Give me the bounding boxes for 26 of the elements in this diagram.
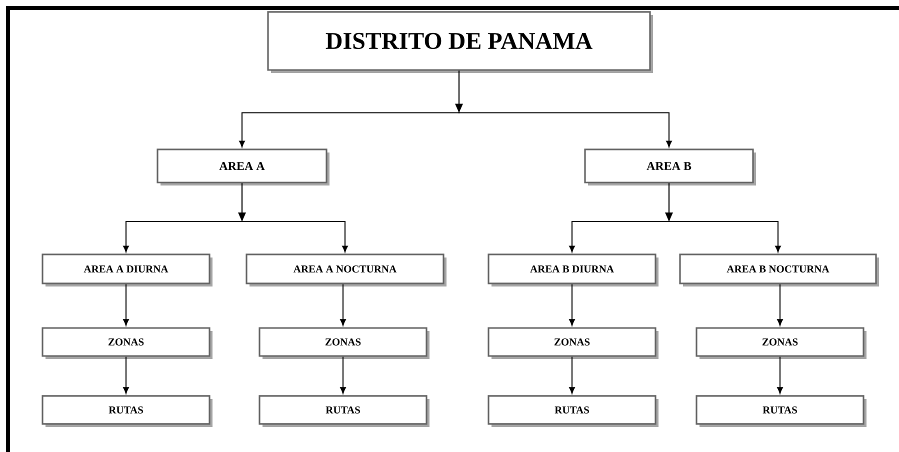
org-box: AREA A <box>156 148 330 186</box>
org-box: ZONAS <box>258 327 430 359</box>
arrow <box>241 183 348 252</box>
title-box: DISTRITO DE PANAMA <box>267 11 653 73</box>
org-box: AREA B NOCTURNA <box>679 254 879 286</box>
arrow <box>569 284 575 326</box>
arrow <box>668 183 781 252</box>
arrow <box>340 356 346 394</box>
org-box: ZONAS <box>488 327 659 359</box>
arrow <box>569 356 575 394</box>
org-box: AREA A DIURNA <box>42 254 213 286</box>
org-box: RUTAS <box>42 395 213 427</box>
arrow <box>458 70 672 148</box>
org-box: RUTAS <box>488 395 659 427</box>
org-box: ZONAS <box>42 327 213 359</box>
org-box: RUTAS <box>696 395 866 427</box>
arrow <box>777 284 783 326</box>
org-box: AREA B <box>584 148 756 186</box>
org-box: AREA A NOCTURNA <box>246 254 447 286</box>
arrow <box>123 284 129 326</box>
org-box: RUTAS <box>258 395 430 427</box>
arrow <box>777 356 783 394</box>
arrow <box>123 356 129 394</box>
arrow <box>340 284 346 326</box>
org-box: ZONAS <box>696 327 866 359</box>
org-box: AREA B DIURNA <box>488 254 659 286</box>
